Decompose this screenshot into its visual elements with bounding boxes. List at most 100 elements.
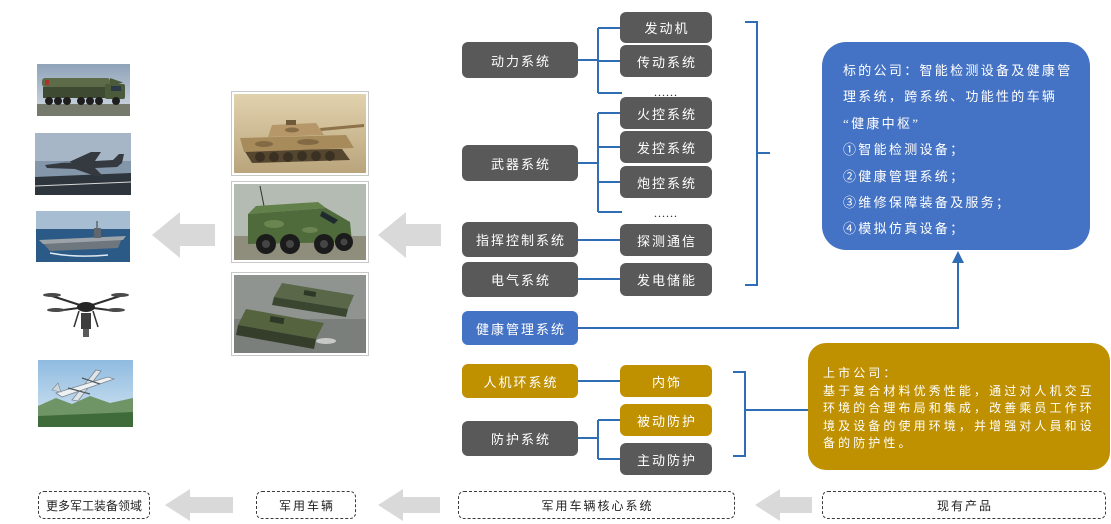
- amphibious-vehicles-image: [231, 272, 369, 356]
- active-protection-box: 主动防护: [620, 443, 712, 475]
- front-vehicle: [236, 309, 324, 349]
- treeline: [38, 412, 133, 427]
- target-company-line: “健康中枢”: [843, 115, 921, 131]
- arrow-vehicles-to-equipment: [152, 212, 215, 258]
- cockpit: [59, 161, 72, 163]
- ground: [37, 104, 130, 116]
- drone-tail: [51, 382, 62, 393]
- weapon-connector: [578, 112, 622, 213]
- launch-control-system-box: 发控系统: [620, 131, 712, 163]
- power-generation-storage-box: 发电储能: [620, 263, 712, 296]
- jet-body: [45, 152, 124, 176]
- electrical-system-box: 电气系统: [462, 262, 578, 297]
- desert-tank-illustration: [234, 94, 366, 173]
- fire-control-system-box: 火控系统: [620, 97, 712, 129]
- wheels: [45, 97, 120, 105]
- power-system-box: 动力系统: [462, 42, 578, 78]
- gun-control-system-box: 炮控系统: [620, 166, 712, 198]
- listed-company-callout: 上市公司： 基于复合材料优秀性能，通过对人机交互 环境的合理布局和集成，改善乘员…: [808, 343, 1110, 470]
- armored-vehicle-image: [231, 181, 369, 263]
- fighter-jet-illustration: [35, 133, 131, 195]
- footer-military-vehicles-label: 军用车辆: [256, 491, 356, 519]
- detection-communication-box: 探测通信: [620, 224, 712, 256]
- engine-box: 发动机: [620, 12, 712, 43]
- missile-launcher-illustration: [37, 64, 130, 116]
- cab-window: [111, 86, 121, 91]
- sky: [36, 211, 130, 229]
- target-company-item: ④模拟仿真设备；: [843, 221, 966, 237]
- quadcopter-drone-image: [42, 287, 131, 341]
- tank-hull: [240, 135, 354, 152]
- listed-company-line: 环境的合理布局和集成，改善乘员工作环: [823, 401, 1095, 416]
- footer-arrow-systems-to-vehicles: [378, 489, 440, 521]
- aircraft-carrier-image: [36, 211, 130, 262]
- target-company-item: ③维修保障装备及服务；: [843, 195, 1012, 211]
- weapon-more-ellipsis: ......: [654, 206, 678, 220]
- vehicle-windshield: [320, 211, 338, 224]
- drone-fuselage: [55, 376, 116, 398]
- landing-legs: [73, 310, 99, 328]
- desert-tank-image: [231, 91, 369, 176]
- command-control-system-box: 指挥控制系统: [462, 222, 578, 257]
- transmission-system-box: 传动系统: [620, 45, 712, 77]
- water-spray: [316, 338, 336, 344]
- passive-protection-box: 被动防护: [620, 404, 712, 436]
- tank-barrel: [320, 124, 364, 131]
- quadcopter-drone-illustration: [42, 287, 131, 341]
- power-connector: [578, 27, 622, 94]
- vtol-booms: [67, 377, 101, 395]
- vehicle-wheels: [256, 233, 353, 254]
- missile-launcher-image: [37, 64, 130, 116]
- ship-island: [94, 228, 101, 238]
- payload-tip: [83, 329, 89, 337]
- footer-core-systems-label: 军用车辆核心系统: [458, 491, 735, 519]
- health-link-arrowhead: [952, 251, 964, 263]
- fixed-wing-drone-illustration: [38, 360, 133, 427]
- camouflage-patches: [255, 127, 319, 147]
- arrow-systems-to-vehicles: [378, 212, 441, 258]
- antenna: [259, 185, 265, 207]
- protection-system-box: 防护系统: [462, 421, 578, 456]
- fixed-wing-drone-image: [38, 360, 133, 427]
- listed-company-line: 基于复合材料优秀性能，通过对人机交互: [823, 383, 1095, 398]
- power-more-ellipsis: ......: [654, 85, 678, 99]
- footer-existing-products-label: 现有产品: [822, 491, 1106, 519]
- target-company-line: 标的公司：智能检测设备及健康管: [843, 63, 1073, 78]
- target-company-item: ②健康管理系统；: [843, 168, 966, 184]
- human-machine-environment-system-box: 人机环系统: [462, 364, 578, 398]
- drone-arms: [51, 295, 121, 312]
- flight-deck: [39, 236, 126, 244]
- listed-company-line: 境及设备的使用环境，并增强对人員和设: [823, 418, 1095, 433]
- road-wheels: [255, 151, 335, 162]
- listed-company-heading: 上市公司：: [823, 366, 899, 380]
- red-marker: [45, 80, 49, 85]
- core-systems-bracket: [745, 21, 770, 286]
- drone-body: [77, 302, 95, 312]
- rear-vehicle: [272, 283, 354, 317]
- protection-connector: [578, 419, 620, 460]
- aircraft-carrier-illustration: [36, 211, 130, 262]
- target-company-line: 理系统，跨系统、功能性的车辆: [843, 89, 1058, 105]
- ship-wake: [49, 252, 109, 257]
- crew-hatch: [286, 120, 296, 125]
- missile-tube: [42, 78, 110, 87]
- health-management-system-box: 健康管理系统: [462, 311, 578, 345]
- weapon-system-box: 武器系统: [462, 145, 578, 181]
- drone-rotors: [43, 293, 129, 312]
- listed-company-line: 备的防护性。: [823, 436, 914, 451]
- footer-arrow-vehicles-to-equipment: [165, 489, 233, 521]
- interior-box: 内饰: [620, 365, 712, 397]
- armored-vehicle-illustration: [234, 184, 366, 260]
- target-company-item: ①智能检测设备；: [843, 142, 966, 158]
- flow-arrows: [152, 212, 812, 521]
- launcher-truck: [42, 78, 125, 105]
- amphibious-vehicles-illustration: [234, 275, 366, 353]
- truck-bed: [43, 87, 107, 98]
- health-link-line: [578, 262, 959, 329]
- interior-protection-bracket: [733, 371, 808, 457]
- camouflage-patches: [264, 220, 318, 233]
- fighter-jet-image: [35, 133, 131, 195]
- vehicle-roof: [248, 202, 326, 214]
